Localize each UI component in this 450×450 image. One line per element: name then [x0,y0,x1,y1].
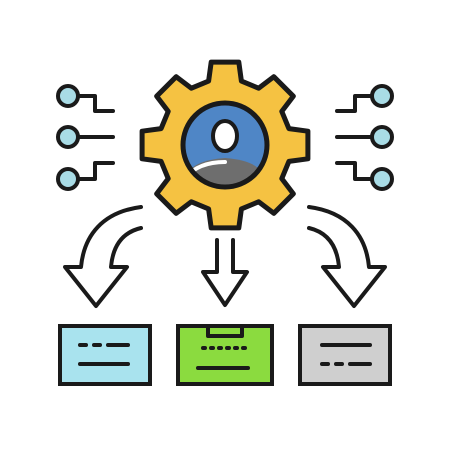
card-middle-icon [176,324,274,386]
circuit-left-nodes [56,84,80,191]
card-left-icon [58,324,152,386]
circuit-left-icon [77,94,115,181]
avatar-head [211,119,239,153]
circuit-right-nodes [370,84,394,191]
circuit-right-icon [335,94,373,181]
arrow-curved-right-icon [307,205,387,308]
card-right-icon [298,324,392,386]
arrow-down-icon [201,238,249,307]
arrow-curved-left-icon [63,205,143,308]
